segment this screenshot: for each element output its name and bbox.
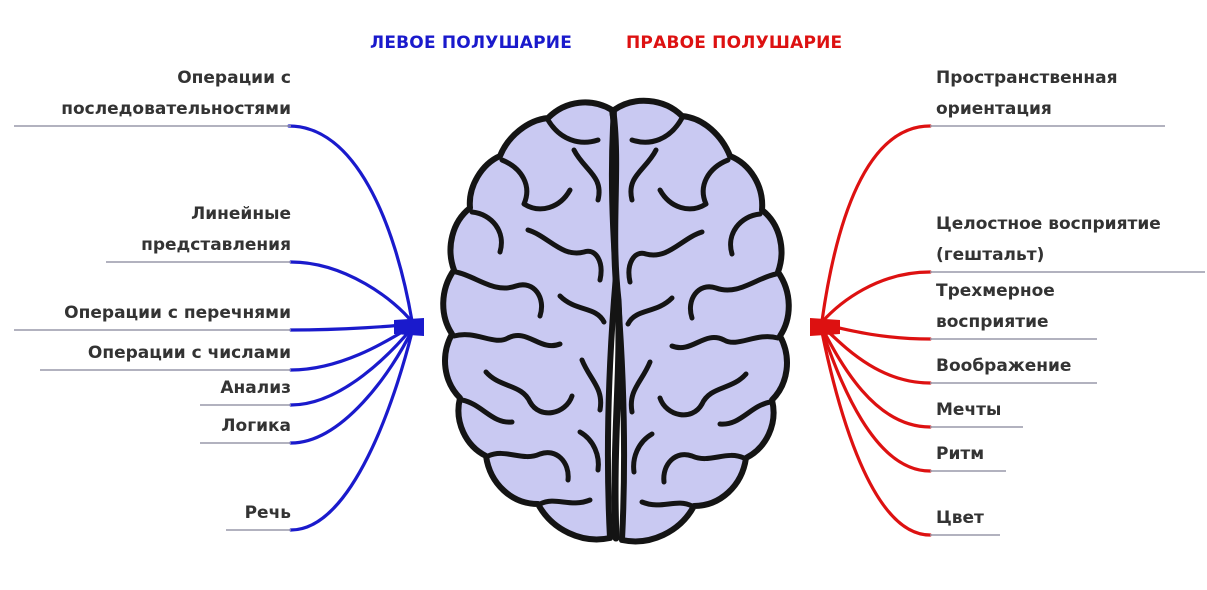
brain-right-hemisphere [612,101,789,542]
right-hub [810,318,840,336]
left-hub [394,318,424,336]
left-label-logic: Логика [14,411,291,442]
brain-left-hemisphere [443,102,619,539]
left-label-speech: Речь [14,498,291,529]
left-label-numbers: Операции с числами [14,338,291,369]
right-label-3d: Трехмерное восприятие [936,276,1204,338]
right-connector-2 [822,272,930,322]
brain-icon [443,101,789,542]
right-connector-7 [822,332,930,535]
right-label-gestalt: Целостное восприятие (гештальт) [936,209,1204,271]
right-label-color: Цвет [936,503,1204,534]
left-label-lists: Операции с перечнями [14,298,291,329]
left-connector-3 [291,324,412,330]
left-label-analysis: Анализ [14,373,291,404]
left-label-sequences: Операции с последовательностями [14,63,291,125]
left-hemisphere-title: ЛЕВОЕ ПОЛУШАРИЕ [370,33,572,53]
left-connector-1 [289,126,412,321]
right-label-imagination: Воображение [936,351,1204,382]
right-hemisphere-title: ПРАВОЕ ПОЛУШАРИЕ [626,33,842,53]
right-label-rhythm: Ритм [936,439,1204,470]
left-label-linear: Линейные представления [14,199,291,261]
left-connectors [289,126,412,530]
right-connector-1 [822,126,930,321]
right-label-dreams: Мечты [936,395,1204,426]
right-label-spatial: Пространственная ориентация [936,63,1204,125]
left-connector-2 [291,262,412,322]
